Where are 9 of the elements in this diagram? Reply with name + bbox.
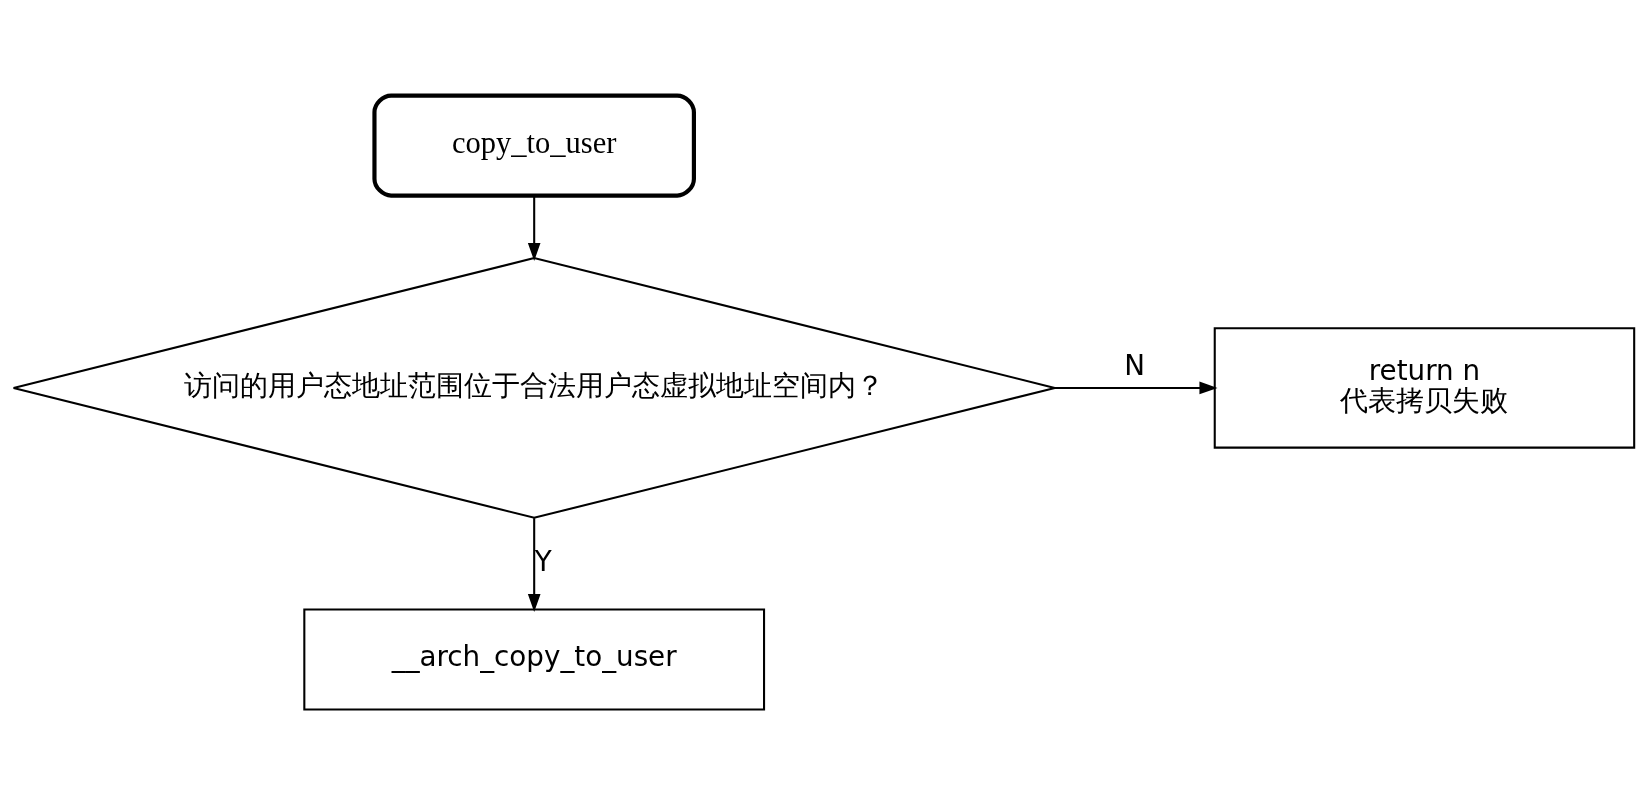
arrow: [1054, 381, 1218, 394]
edge-label: Y: [534, 544, 552, 578]
arrow: [527, 517, 541, 612]
node-box: return n 代表拷贝失败: [1213, 326, 1636, 449]
edge-label: N: [1124, 348, 1146, 382]
node-box: copy_to_user: [372, 92, 696, 198]
arrow: [527, 195, 541, 261]
node-box: __arch_copy_to_user: [303, 607, 766, 710]
node-diamond: 访问的用户态地址范围位于合法用户态虚拟地址空间内？: [12, 256, 1056, 519]
